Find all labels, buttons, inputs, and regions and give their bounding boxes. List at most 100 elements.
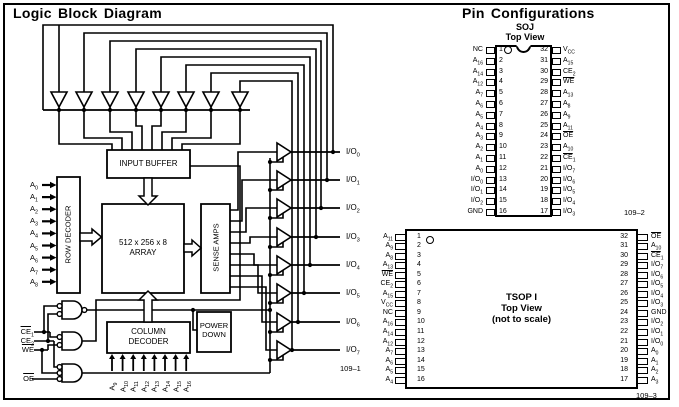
junction-dot — [133, 107, 139, 113]
arrowhead-icon — [162, 354, 168, 359]
pin-lead-left — [486, 111, 495, 119]
wire — [137, 289, 159, 323]
pin-label-left: A12 — [472, 78, 483, 88]
junction-dot — [289, 347, 295, 353]
address-input-label: A2 — [29, 204, 38, 216]
junction-dot — [313, 234, 319, 240]
wire — [270, 157, 284, 163]
junction-dot — [267, 300, 273, 306]
junction-dot — [301, 290, 307, 296]
pin-number-left: 9 — [417, 308, 421, 316]
pin-number-right: 29 — [540, 78, 548, 86]
bubble-icon — [56, 302, 63, 310]
arrowhead-icon — [50, 218, 57, 225]
pin-lead-left — [395, 376, 406, 384]
wire — [135, 48, 317, 237]
buffer-icon — [276, 311, 293, 333]
wire — [47, 313, 57, 341]
wire — [109, 40, 322, 208]
buffer-icon — [276, 226, 293, 248]
pin-label-right: I/O6 — [651, 270, 664, 281]
address-input-label: A5 — [29, 240, 38, 252]
pin-number-right: 26 — [620, 289, 628, 297]
address-input-label: A8 — [29, 276, 38, 289]
wire — [230, 286, 277, 351]
pin-label-left: A5 — [385, 366, 393, 376]
junction-dot — [267, 307, 273, 313]
column-address-label: A12 — [139, 381, 151, 393]
soj-package-name: SOJ — [515, 22, 534, 32]
column-decoder-label-line2: DECODER — [128, 337, 169, 346]
pin-lead-right — [552, 111, 561, 119]
wire — [58, 110, 113, 150]
wire — [230, 253, 277, 266]
pin-lead-left — [486, 57, 495, 65]
wire — [43, 305, 57, 332]
wire — [83, 110, 123, 150]
pin-label-left: A7 — [475, 89, 483, 99]
pin-number-left: 10 — [417, 318, 425, 326]
pin-number-right: 27 — [540, 100, 548, 107]
pin-number-right: 32 — [540, 46, 548, 53]
pin-number-right: 25 — [540, 121, 548, 129]
pin-lead-left — [486, 144, 495, 152]
pin-label-right: A13 — [563, 89, 574, 99]
buffer-icon — [276, 339, 293, 361]
wire — [192, 310, 197, 331]
junction-dot — [295, 319, 301, 325]
arrowhead-icon — [119, 354, 126, 359]
pin-label-right: GND — [651, 308, 667, 316]
pin-lead-right — [552, 198, 561, 206]
pin-number-right: 23 — [620, 318, 628, 326]
pin-number-right: 28 — [620, 270, 628, 278]
wire — [270, 298, 284, 304]
arrowhead-icon — [172, 354, 179, 359]
pin-lead-left — [395, 233, 406, 241]
pin-label-left: GND — [467, 208, 483, 215]
pin-label-left: VCC — [381, 299, 393, 309]
pin-label-left: A6 — [385, 356, 393, 367]
wire — [230, 264, 277, 294]
pin-lead-right — [552, 68, 561, 76]
pin-label-right: I/O3 — [563, 208, 576, 218]
pin-lead-left — [395, 348, 406, 356]
input-buffer-label: INPUT BUFFER — [119, 159, 178, 168]
pin-label-left: A8 — [385, 251, 393, 261]
wire — [183, 238, 203, 258]
logic-diagram-title: Logic Block Diagram — [13, 5, 162, 21]
arrowhead-icon — [50, 193, 57, 201]
pin-label-right: A8 — [563, 100, 571, 110]
bubble-icon — [56, 375, 63, 383]
pin-number-left: 13 — [499, 175, 507, 183]
pin-lead-right — [637, 233, 648, 241]
pin-lead-right — [637, 338, 648, 346]
junction-dot — [267, 357, 273, 363]
tsop-package-name: TSOP I — [506, 292, 537, 303]
pin-number-right: 18 — [540, 197, 548, 205]
pin-label-right: A3 — [651, 375, 659, 386]
pin-lead-left — [486, 68, 495, 76]
inverter-icon — [201, 91, 221, 109]
arrowhead-icon — [183, 354, 190, 359]
column-decoder-label-line1: COLUMN — [131, 327, 166, 336]
wire — [53, 341, 57, 368]
pin-number-left: 16 — [499, 208, 507, 215]
pin-label-right: A1 — [651, 356, 659, 367]
pin-number-left: 4 — [417, 261, 421, 269]
bubble-icon — [56, 310, 63, 318]
power-down-label-line1: POWER — [199, 321, 229, 330]
pin-lead-left — [395, 319, 406, 327]
tsop-pin1-marker — [426, 236, 434, 244]
pin-number-right: 18 — [620, 366, 628, 374]
wire — [270, 270, 284, 276]
pin-number-left: 13 — [417, 347, 425, 355]
arrowhead-icon — [50, 206, 57, 213]
pin-label-left: I/O2 — [470, 197, 483, 207]
arrowhead-icon — [130, 354, 137, 359]
pin-lead-left — [486, 101, 495, 108]
pin-number-right: 25 — [620, 299, 628, 307]
address-input-label: A6 — [29, 252, 38, 265]
pin-label-left: A2 — [475, 143, 483, 153]
column-address-label: A16 — [181, 381, 194, 393]
pin-number-right: 28 — [540, 89, 548, 97]
